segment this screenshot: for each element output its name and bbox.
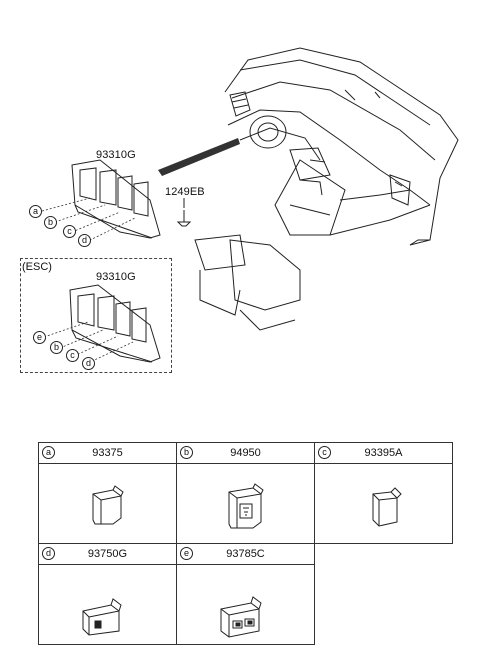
esc-label: (ESC) [22, 261, 52, 273]
callout-d-esc: d [82, 357, 95, 370]
callout-a-top: a [29, 205, 42, 218]
callout-c-esc: c [66, 349, 79, 362]
screw-part-number: 1249EB [165, 186, 205, 198]
leader-arrow [158, 138, 240, 176]
part-number: 93750G [87, 548, 128, 560]
part-number: 93375 [92, 447, 123, 459]
switch-heated-seat-icon [228, 483, 264, 529]
parts-empty-cell [314, 543, 453, 565]
bracket-top-illustration [71, 159, 161, 239]
esc-variant-box [20, 258, 172, 373]
callout-d-top: d [78, 234, 91, 247]
parts-header-d: d 93750G [38, 543, 177, 565]
part-image-cell-b [176, 463, 315, 544]
switch-fuel-door-icon [82, 598, 122, 636]
switch-side-icon [372, 487, 402, 527]
parts-empty-cell [315, 565, 453, 645]
part-image-cell-d [38, 564, 177, 645]
part-number: 94950 [230, 447, 261, 459]
screw-illustration [176, 198, 192, 227]
callout-e-esc: e [33, 331, 46, 344]
switch-esc-off-icon [220, 596, 262, 638]
bracket-top-part-number: 93310G [96, 149, 136, 161]
switch-blank-icon [92, 485, 124, 525]
part-letter: b [180, 446, 193, 459]
part-letter: d [42, 547, 55, 560]
callout-c-top: c [63, 225, 76, 238]
callout-leaders-esc [43, 321, 134, 364]
part-image-cell-e [176, 564, 315, 645]
parts-header-e: e 93785C [176, 543, 315, 565]
parts-header-a: a 93375 [38, 442, 177, 464]
diagram-artwork [41, 47, 459, 364]
part-letter: a [42, 446, 55, 459]
part-number: 93395A [364, 447, 403, 459]
parts-header-c: c 93395A [314, 442, 453, 464]
parts-table: a 93375 b 94950 c 93395A [38, 442, 453, 645]
callout-b-esc: b [50, 341, 63, 354]
part-letter: c [318, 446, 331, 459]
bracket-esc-illustration [69, 284, 161, 363]
dashboard-illustration [194, 47, 459, 331]
bracket-esc-part-number: 93310G [96, 271, 136, 283]
callout-leaders-top [41, 197, 136, 243]
callout-b-top: b [44, 216, 57, 229]
part-image-cell-a [38, 463, 177, 544]
part-number: 93785C [226, 548, 265, 560]
part-letter: e [180, 547, 193, 560]
parts-header-b: b 94950 [176, 442, 315, 464]
part-image-cell-c [314, 463, 453, 544]
